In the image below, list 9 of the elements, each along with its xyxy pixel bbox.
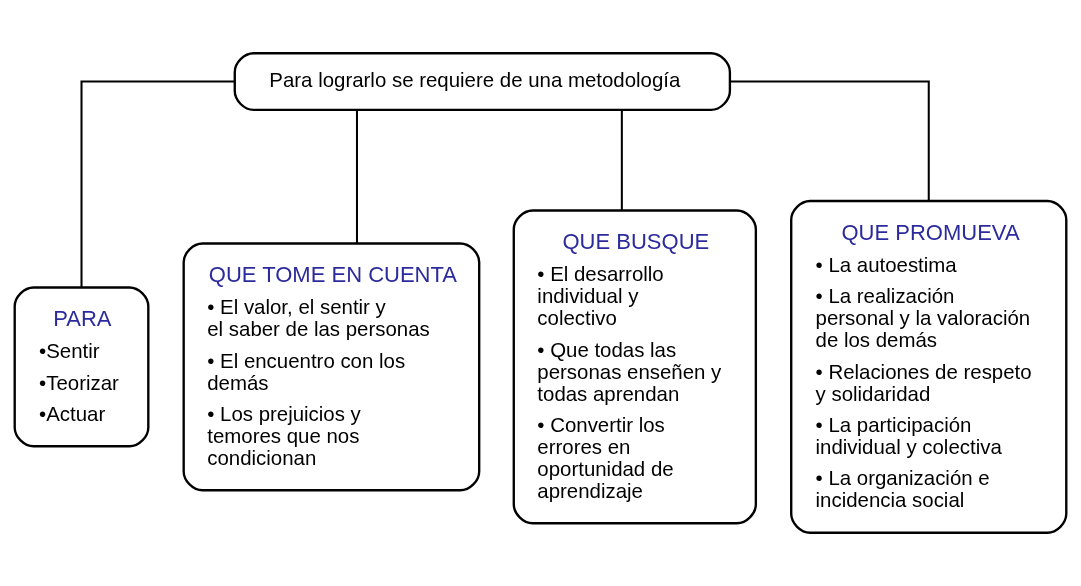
connector: [355, 110, 358, 244]
connector: [620, 110, 623, 211]
node-box: QUE TOME EN CUENTA • El valor, el sentir y el saber de las personas • El encuentro con los demás • Los prejuicios y temores que nos condicionan: [182, 242, 481, 492]
connector: [80, 80, 235, 288]
connector: [730, 80, 930, 201]
node-box: Para lograrlo se requiere de una metodología: [233, 52, 732, 112]
node-box: QUE PROMUEVA • La autoestima • La realización personal y la valoración de los demás • Relaciones de respeto y solidaridad • La participación individual y colectiva • La organización e incidencia social: [790, 199, 1068, 534]
node-box: QUE BUSQUE • El desarrollo individual y colectivo • Que todas las personas enseñen y todas aprendan • Convertir los errores en oportunidad de aprendizaje: [512, 209, 758, 525]
node-box: PARA •Sentir •Teorizar •Actuar: [13, 286, 150, 448]
